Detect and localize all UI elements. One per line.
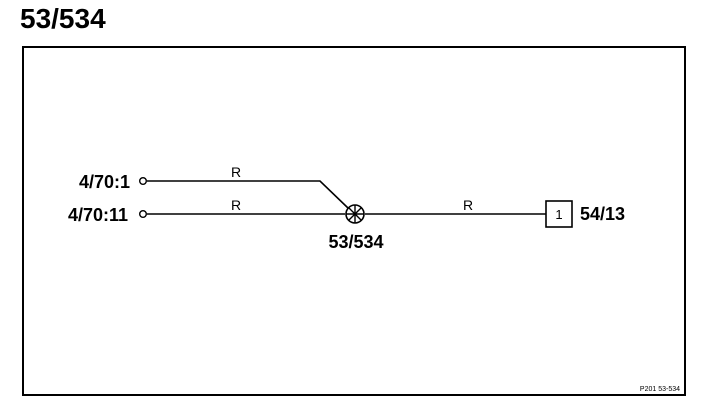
wire-top-color-code: R (231, 164, 241, 180)
target-pin-box[interactable] (545, 200, 573, 228)
drawing-reference: P201 53-534 (640, 386, 680, 393)
splice-symbol[interactable] (345, 204, 365, 224)
target-label: 54/13 (580, 204, 625, 224)
connector-label-top: 4/70:1 (79, 172, 130, 192)
terminal-bottom[interactable] (138, 209, 147, 218)
splice-label: 53/534 (328, 232, 383, 252)
page-title: 53/534 (20, 3, 106, 34)
target-pin-number: 1 (555, 207, 562, 222)
diagram-frame (22, 46, 686, 396)
terminal-top[interactable] (138, 176, 147, 185)
wire-output-color-code: R (463, 197, 473, 213)
wire-top (147, 180, 349, 209)
wire-bottom-color-code: R (231, 197, 241, 213)
connector-label-bottom: 4/70:11 (68, 205, 128, 225)
